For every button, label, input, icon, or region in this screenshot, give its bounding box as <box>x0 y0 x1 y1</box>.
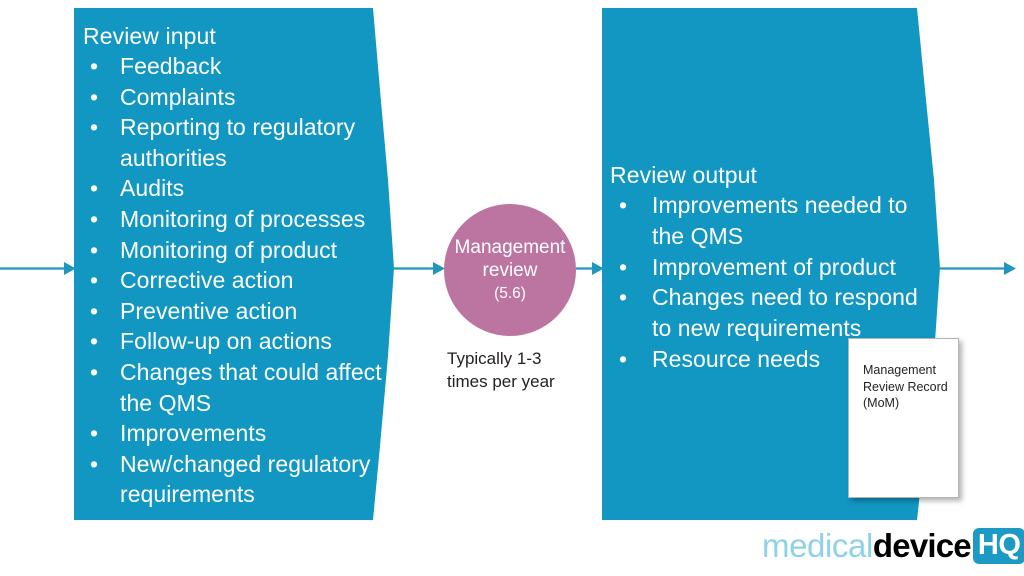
list-item: • Changes that could affect the QMS <box>83 357 383 418</box>
review-to-output-arrow-icon <box>576 262 604 275</box>
list-item: • Monitoring of processes <box>83 204 383 235</box>
list-item-label: Corrective action <box>120 267 294 294</box>
record-card-line1: Management <box>863 363 936 377</box>
record-card-line2: Review Record <box>863 379 948 394</box>
list-item: • Corrective action <box>83 265 383 296</box>
bullet-icon: • <box>619 192 628 218</box>
list-item-label: New/changed regulatory requirements <box>120 450 371 508</box>
list-item-label: Improvements <box>120 420 267 447</box>
list-item-label: Improvement of product <box>652 253 896 280</box>
bullet-icon: • <box>619 284 628 311</box>
list-item: • Improvements needed to the QMS <box>610 190 930 252</box>
review-input-panel: Review input • Feedback • Complaints • R… <box>83 23 383 510</box>
bullet-icon: • <box>619 345 628 372</box>
bullet-icon: • <box>90 358 99 385</box>
list-item-label: Monitoring of product <box>120 236 338 263</box>
list-item: • Feedback <box>83 51 383 82</box>
review-input-list: • Feedback • Complaints • Reporting to r… <box>83 51 383 510</box>
list-item: • Complaints <box>83 82 383 113</box>
bullet-icon: • <box>90 205 99 232</box>
list-item-label: Feedback <box>120 53 222 79</box>
list-item-label: Audits <box>120 175 185 202</box>
review-output-list: • Improvements needed to the QMS • Impro… <box>610 190 930 375</box>
review-output-panel: Review output • Improvements needed to t… <box>610 162 930 375</box>
bullet-icon: • <box>90 114 99 141</box>
list-item-label: Follow-up on actions <box>120 328 332 355</box>
bullet-icon: • <box>90 450 99 477</box>
list-item: • Preventive action <box>83 296 383 327</box>
bullet-icon: • <box>90 83 99 110</box>
management-review-clause: (5.6) <box>494 285 526 302</box>
list-item-label: Monitoring of processes <box>120 205 366 232</box>
list-item: • Resource needs <box>610 344 930 375</box>
list-item-label: Preventive action <box>120 297 298 324</box>
list-item: • Improvement of product <box>610 252 930 283</box>
list-item: • Follow-up on actions <box>83 326 383 357</box>
list-item-label: Complaints <box>120 83 236 110</box>
list-item: • Improvements <box>83 418 383 449</box>
list-item: • Changes need to respond to new require… <box>610 282 930 344</box>
list-item-label: Reporting to regulatory authorities <box>120 114 356 171</box>
review-frequency-line2: times per year <box>447 371 555 391</box>
list-item: • Audits <box>83 173 383 204</box>
bullet-icon: • <box>90 420 99 447</box>
list-item-label: Changes that could affect the QMS <box>120 358 382 416</box>
bullet-icon: • <box>90 175 99 202</box>
inbound-arrow-icon <box>0 262 76 275</box>
bullet-icon: • <box>90 328 99 355</box>
list-item-label: Improvements needed to the QMS <box>652 192 908 249</box>
input-to-review-arrow-icon <box>394 262 445 275</box>
list-item-label: Changes need to respond to new requireme… <box>652 284 918 342</box>
list-item: • New/changed regulatory requirements <box>83 449 383 510</box>
input-panel-shape <box>74 8 394 520</box>
list-item-label: Resource needs <box>652 345 821 372</box>
medicaldevicehq-logo: medical device HQ <box>762 528 1024 564</box>
logo-word-device: device <box>872 527 972 564</box>
bullet-icon: • <box>90 53 99 79</box>
bullet-icon: • <box>90 236 99 263</box>
bullet-icon: • <box>90 267 99 294</box>
list-item: • Reporting to regulatory authorities <box>83 112 383 173</box>
logo-word-medical: medical <box>762 527 873 564</box>
management-review-node: Management review (5.6) <box>444 204 576 336</box>
bullet-icon: • <box>90 297 99 324</box>
management-review-line2: review <box>482 260 538 281</box>
management-review-line1: Management <box>454 237 566 258</box>
logo-word-hq: HQ <box>972 528 1024 564</box>
record-card-line3: (MoM) <box>863 396 900 410</box>
review-frequency-caption: Typically 1-3 times per year <box>447 348 597 393</box>
outbound-arrow-icon <box>940 262 1016 275</box>
review-frequency-line1: Typically 1-3 <box>447 349 542 368</box>
bullet-icon: • <box>619 253 628 280</box>
review-output-title: Review output <box>610 162 758 188</box>
list-item: • Monitoring of product <box>83 235 383 266</box>
review-input-title: Review input <box>83 23 216 49</box>
management-review-record-card: Management Review Record (MoM) <box>848 338 959 498</box>
